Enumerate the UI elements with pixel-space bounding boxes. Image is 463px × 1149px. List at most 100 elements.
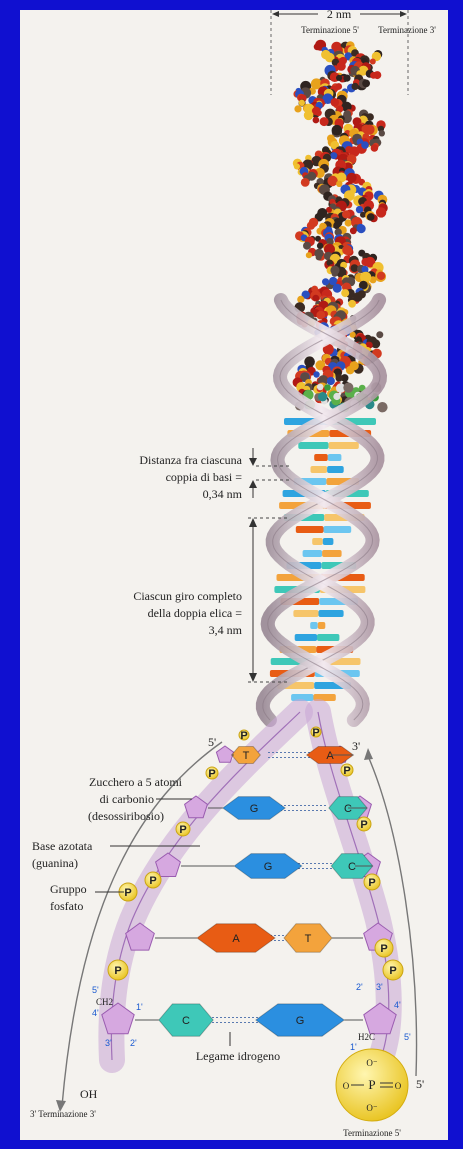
carbon-number: 3' <box>105 1038 112 1048</box>
atom-sphere <box>348 300 356 308</box>
base-bar <box>324 526 352 533</box>
atom-sphere <box>324 384 331 391</box>
base-bar <box>312 538 323 545</box>
top-end-5-label: Terminazione 5' <box>301 25 359 35</box>
base-bar <box>319 610 344 617</box>
base-label-line2: (guanina) <box>32 856 78 870</box>
turn-label-line2: della doppia elica = <box>148 606 243 620</box>
sugar-label-line2: di carbonio <box>100 792 154 806</box>
atom-sphere <box>330 152 337 159</box>
atom-sphere <box>377 272 385 280</box>
atom-sphere <box>320 117 329 126</box>
svg-text:O⁻: O⁻ <box>366 1103 377 1113</box>
base-bar <box>296 526 324 533</box>
atom-sphere <box>347 173 357 183</box>
atom-sphere <box>301 178 310 187</box>
carbon-number: 2' <box>356 982 363 992</box>
atom-sphere <box>312 107 321 116</box>
atom-sphere <box>317 243 323 249</box>
atom-sphere <box>332 125 343 136</box>
phosphate-label-line2: fosfato <box>50 899 83 913</box>
atom-sphere <box>313 371 319 377</box>
base-bar <box>295 634 317 641</box>
atom-sphere <box>367 213 375 221</box>
sugar-label-line3: (desossiribosio) <box>88 809 164 823</box>
base-letter: A <box>326 750 334 762</box>
phosphate-letter: P <box>114 965 121 977</box>
svg-text:O⁻: O⁻ <box>366 1058 377 1068</box>
atom-sphere <box>332 271 338 277</box>
atom-sphere <box>343 383 353 393</box>
carbon-number: 2' <box>130 1038 137 1048</box>
width-label: 2 nm <box>327 7 352 21</box>
strand-5-top: 5' <box>208 735 216 749</box>
atom-sphere <box>342 210 350 218</box>
atom-sphere <box>331 98 340 107</box>
svg-text:O: O <box>343 1081 350 1091</box>
atom-sphere <box>317 384 324 391</box>
svg-text:O: O <box>395 1081 402 1091</box>
atom-sphere <box>337 62 346 71</box>
phosphate-letter: P <box>380 943 387 955</box>
atom-sphere <box>341 289 349 297</box>
phosphate-letter: P <box>360 819 367 831</box>
phosphate-letter: P <box>208 768 215 780</box>
atom-sphere <box>297 296 304 303</box>
phosphate-label-line1: Gruppo <box>50 882 87 896</box>
h2c-label: H2C <box>358 1032 375 1042</box>
base-letter: T <box>243 750 250 762</box>
atom-sphere <box>376 331 383 338</box>
phosphate-letter: P <box>368 877 375 889</box>
spacing-label-line3: 0,34 nm <box>203 487 243 501</box>
atom-sphere <box>303 242 311 250</box>
phosphate-letter: P <box>240 730 247 742</box>
phosphate-letter: P <box>389 965 396 977</box>
base-bar <box>310 622 318 629</box>
sugar-label-line1: Zucchero a 5 atomi <box>89 775 183 789</box>
base-letter: C <box>348 861 356 873</box>
strand-5-bottom: 5' <box>416 1077 424 1091</box>
atom-sphere <box>318 392 327 401</box>
atom-sphere <box>333 393 340 400</box>
atom-sphere <box>336 172 346 182</box>
atom-sphere <box>352 83 359 90</box>
base-letter: C <box>182 1015 190 1027</box>
atom-sphere <box>322 278 329 285</box>
spacing-label-line2: coppia di basi = <box>166 470 243 484</box>
atom-sphere <box>370 72 377 79</box>
base-letter: T <box>305 933 312 945</box>
carbon-number: 1' <box>136 1002 143 1012</box>
atom-sphere <box>370 59 376 65</box>
turn-label-line3: 3,4 nm <box>209 623 243 637</box>
atom-sphere <box>360 212 366 218</box>
bottom-end-3-label: 3' Terminazione 3' <box>30 1109 96 1119</box>
carbon-number: 3' <box>376 982 383 992</box>
base-bar <box>322 550 342 557</box>
base-bar <box>303 550 323 557</box>
atom-sphere <box>312 295 319 302</box>
base-letter: A <box>232 933 240 945</box>
phosphate-letter: P <box>149 875 156 887</box>
base-bar <box>327 466 344 473</box>
atom-sphere <box>371 144 379 152</box>
turn-label-line1: Ciascun giro completo <box>133 589 242 603</box>
atom-sphere <box>313 117 320 124</box>
phosphate-letter: P <box>312 727 319 739</box>
spacing-label-line1: Distanza fra ciascuna <box>139 453 242 467</box>
base-letter: G <box>264 861 273 873</box>
base-label-line1: Base azotata <box>32 839 93 853</box>
base-bar <box>314 454 328 461</box>
atom-sphere <box>379 130 385 136</box>
carbon-number: 5' <box>92 985 99 995</box>
atom-sphere <box>343 75 350 82</box>
carbon-number: 4' <box>92 1008 99 1018</box>
atom-sphere <box>376 207 386 217</box>
atom-sphere <box>377 402 387 412</box>
bottom-end-5-label: Terminazione 5' <box>343 1128 401 1138</box>
atom-sphere <box>361 141 369 149</box>
phosphate-letter: P <box>124 887 131 899</box>
base-bar <box>293 610 318 617</box>
carbon-number: 4' <box>394 1000 401 1010</box>
base-letter: G <box>296 1015 305 1027</box>
